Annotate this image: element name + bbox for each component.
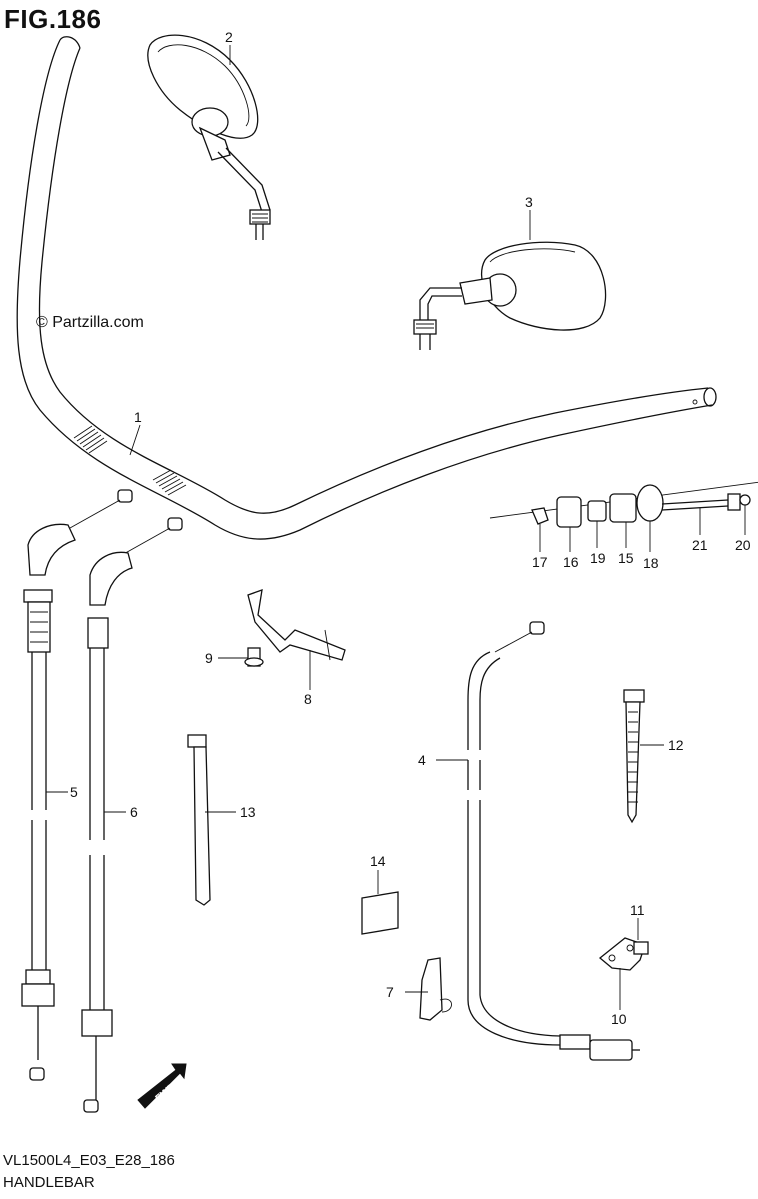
throttle-cable-5 <box>21 489 133 1081</box>
fastener-set <box>489 481 758 528</box>
callout-17: 17 <box>532 554 548 570</box>
callout-1: 1 <box>134 409 142 425</box>
cable-tie-13 <box>187 734 211 906</box>
model-code: VL1500L4_E03_E28_186 <box>3 1152 175 1169</box>
cable-tie-12 <box>623 689 645 824</box>
callout-21: 21 <box>692 537 708 553</box>
callout-9: 9 <box>205 650 213 666</box>
callout-6: 6 <box>130 804 138 820</box>
callout-5: 5 <box>70 784 78 800</box>
callout-15: 15 <box>618 550 634 566</box>
clutch-cable-4 <box>467 621 640 1061</box>
figure-title: FIG.186 <box>4 4 102 34</box>
callout-18: 18 <box>643 555 659 571</box>
callout-numbers: 2 3 1 4 5 6 7 8 9 10 11 12 13 14 15 16 1… <box>70 29 751 1027</box>
callout-13: 13 <box>240 804 256 820</box>
callout-2: 2 <box>225 29 233 45</box>
callout-16: 16 <box>563 554 579 570</box>
holder-10 <box>598 937 649 971</box>
callout-20: 20 <box>735 537 751 553</box>
mirror-left <box>147 34 271 240</box>
callout-10: 10 <box>611 1011 627 1027</box>
callout-12: 12 <box>668 737 684 753</box>
throttle-cable-6 <box>81 517 183 1113</box>
callout-3: 3 <box>525 194 533 210</box>
section-name: HANDLEBAR <box>3 1174 95 1191</box>
handlebar <box>16 36 717 540</box>
callout-11: 11 <box>630 902 645 918</box>
bracket-8 <box>244 589 346 667</box>
callout-7: 7 <box>386 984 394 1000</box>
callout-8: 8 <box>304 691 312 707</box>
label-14 <box>361 891 399 935</box>
callout-14: 14 <box>370 853 386 869</box>
callout-4: 4 <box>418 752 426 768</box>
callout-19: 19 <box>590 550 606 566</box>
watermark: © Partzilla.com <box>36 314 144 331</box>
mirror-right <box>413 241 607 350</box>
leader-lines <box>46 45 746 1010</box>
fwd-arrow: FWD <box>137 1063 187 1109</box>
clamp-7 <box>419 957 452 1021</box>
